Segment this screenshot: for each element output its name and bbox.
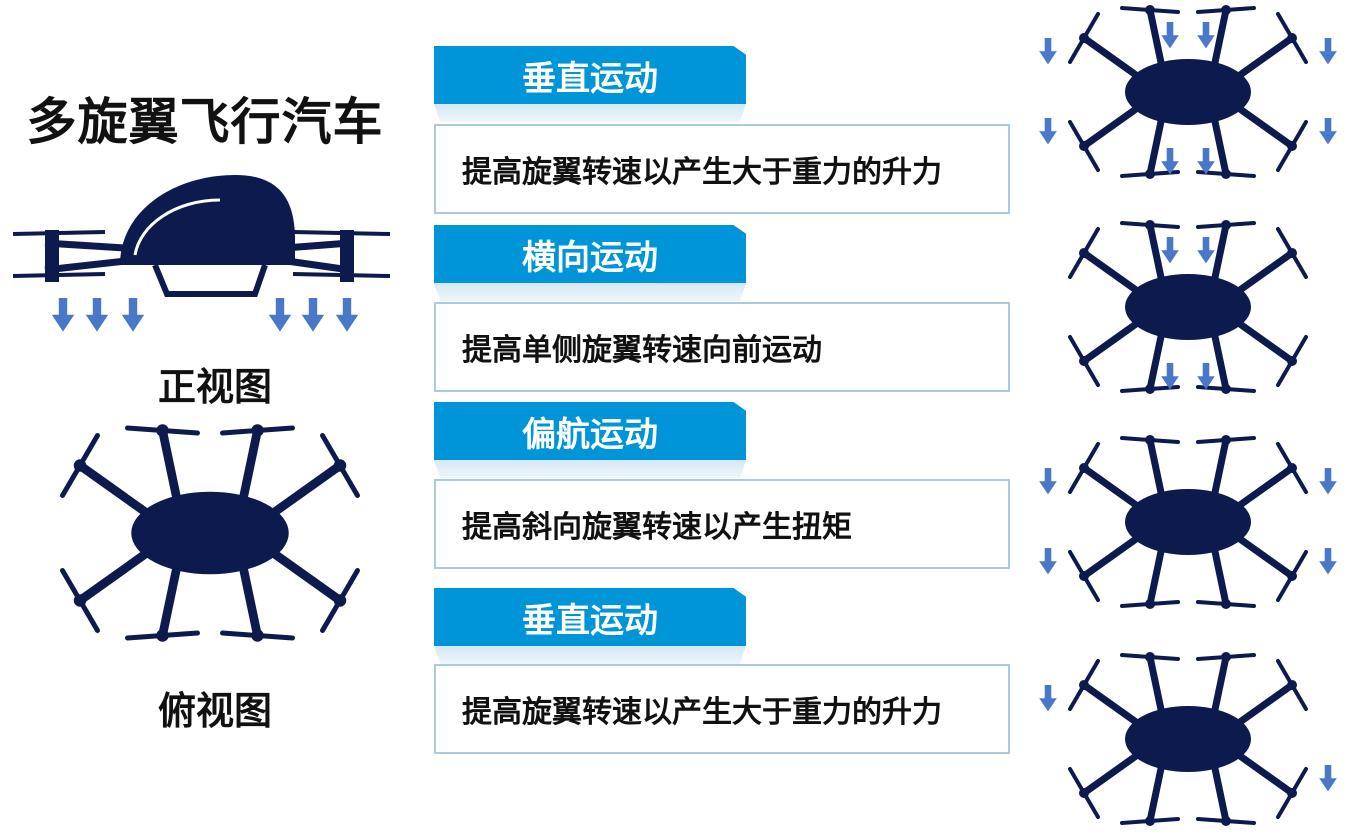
- mode-heading-vertical-2: 垂直运动: [434, 588, 746, 646]
- top-view-label: 俯视图: [157, 689, 272, 733]
- mode-heading-vertical: 垂直运动: [434, 46, 746, 104]
- mode-heading-shadow: [434, 460, 746, 478]
- mode-description-lateral: 提高单侧旋翼转速向前运动: [434, 302, 1010, 392]
- drone-yaw-motion: [1039, 430, 1337, 620]
- mode-description-vertical: 提高旋翼转速以产生大于重力的升力: [434, 124, 1010, 214]
- drone-vertical-motion-2: [1039, 647, 1337, 837]
- mode-description-vertical-2: 提高旋翼转速以产生大于重力的升力: [434, 664, 1010, 754]
- top-view-vehicle: [60, 425, 360, 645]
- drone-vertical-motion: [1039, 0, 1337, 190]
- mode-heading-shadow: [434, 283, 746, 301]
- mode-heading-shadow: [434, 646, 746, 664]
- front-view-label: 正视图: [157, 365, 272, 409]
- drone-lateral-motion: [1040, 215, 1340, 405]
- front-view-vehicle: [12, 175, 391, 297]
- mode-heading-yaw: 偏航运动: [434, 402, 746, 460]
- mode-description-yaw: 提高斜向旋翼转速以产生扭矩: [434, 479, 1010, 569]
- page-title: 多旋翼飞行汽车: [26, 93, 384, 151]
- mode-heading-shadow: [434, 104, 746, 122]
- front-view-downwash-arrows: [51, 298, 359, 332]
- mode-heading-lateral: 横向运动: [434, 225, 746, 283]
